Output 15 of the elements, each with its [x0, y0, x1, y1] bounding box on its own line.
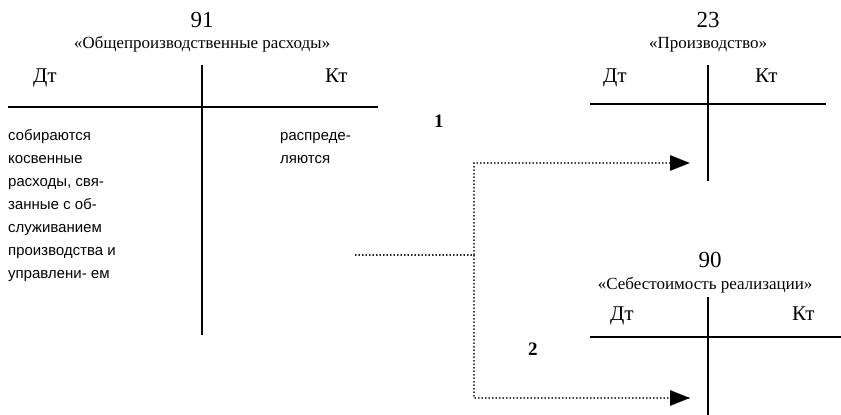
account-number: 23 [696, 7, 720, 33]
side-heading: Дт [610, 301, 634, 326]
side-heading: Кт [325, 63, 348, 88]
entry-text: распреде- ляются [280, 126, 352, 169]
side-heading: Кт [755, 63, 778, 88]
account-name: «Себестоимость реализации» [598, 274, 812, 294]
account-number: 90 [698, 247, 722, 273]
entry-text: собираются косвенные расходы, свя- занные с об- служиванием производства и управлени- ем [8, 126, 117, 284]
arrow [355, 254, 690, 406]
side-heading: Дт [603, 63, 627, 88]
account-number: 91 [190, 7, 214, 33]
account-name: «Общепроизводственные расходы» [74, 33, 330, 53]
account-name: «Производство» [648, 33, 768, 53]
side-heading: Кт [792, 301, 814, 326]
side-heading: Дт [33, 63, 57, 88]
